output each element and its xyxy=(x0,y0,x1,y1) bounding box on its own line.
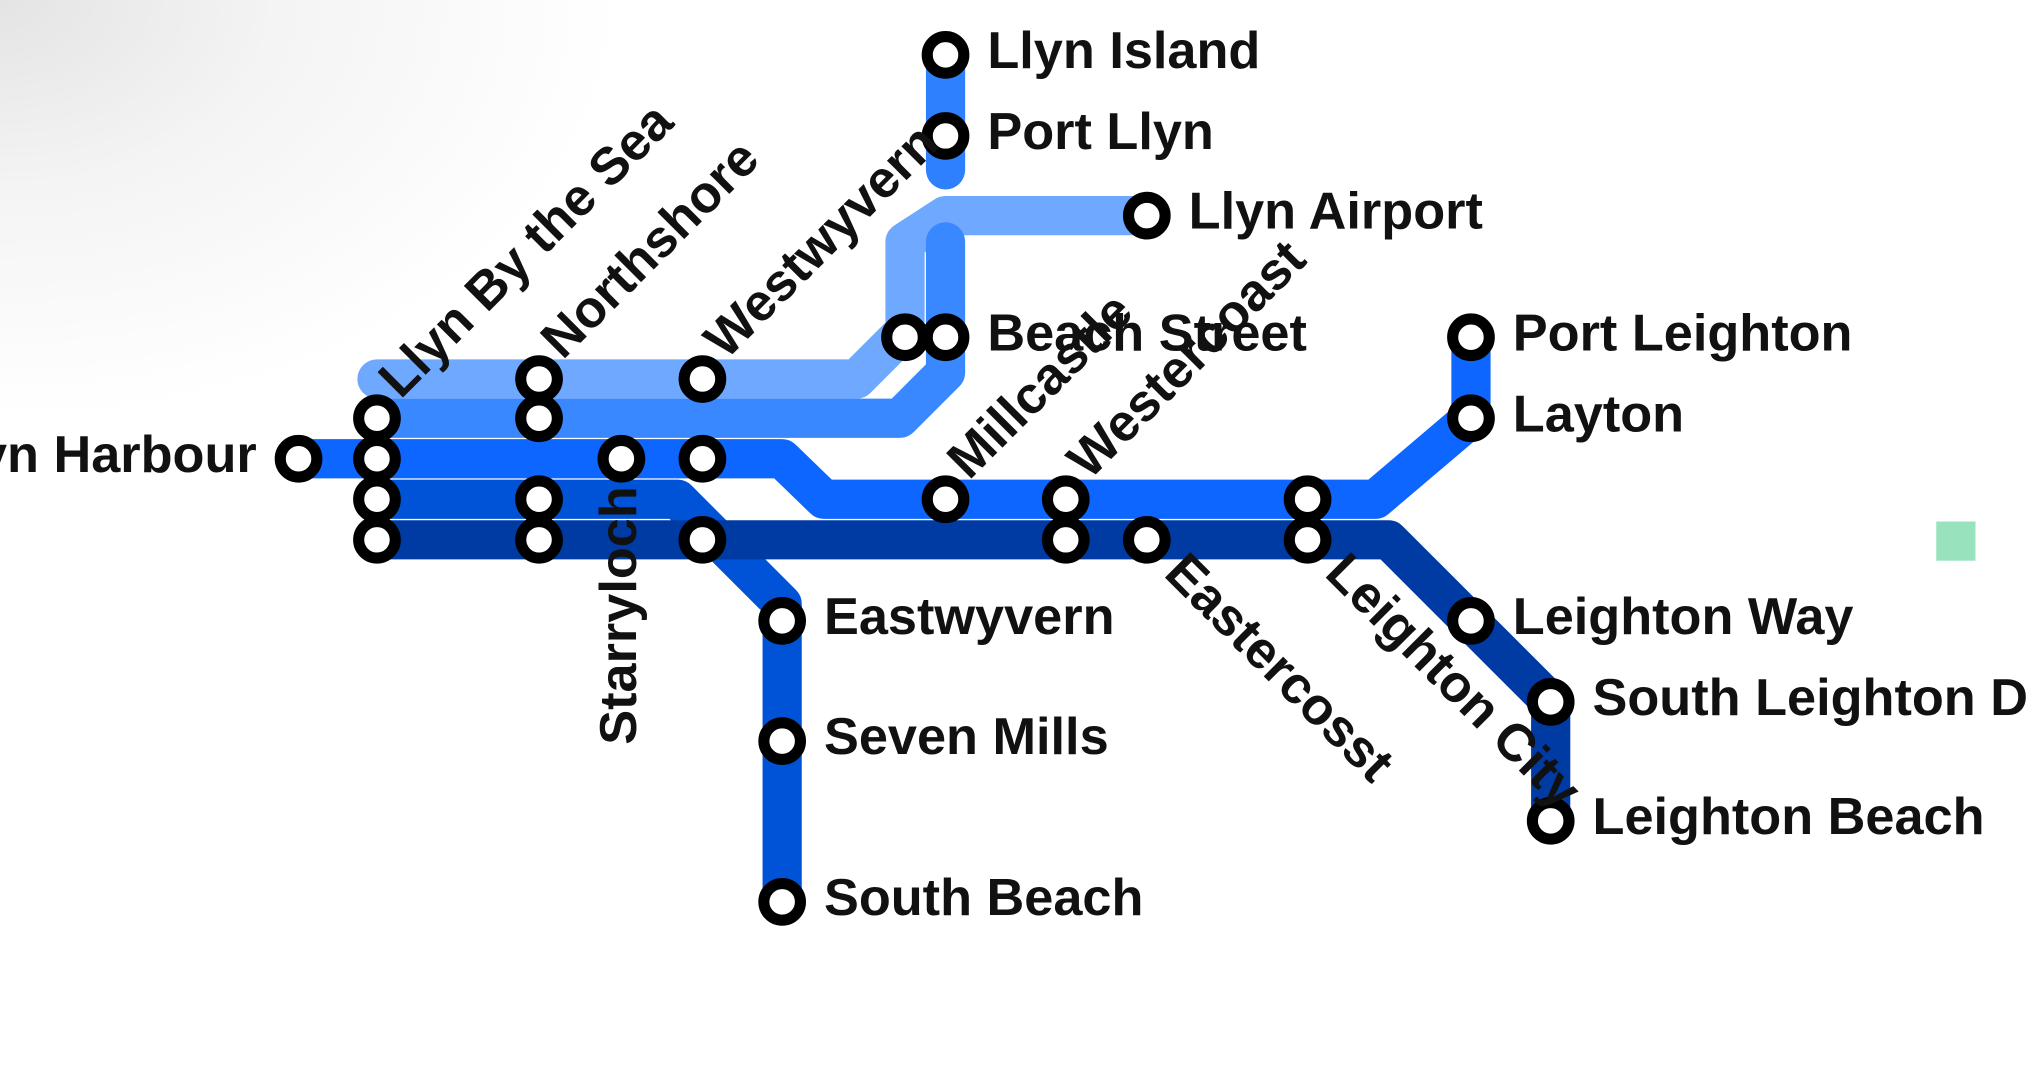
label-eastwyvern: Eastwyvern xyxy=(824,588,1115,646)
label-port-leighton: Port Leighton xyxy=(1513,304,1853,362)
station-marker-port-leighton[interactable] xyxy=(1447,313,1495,362)
station-marker-south-beach[interactable] xyxy=(758,878,807,926)
station-marker-northshore-d[interactable] xyxy=(515,515,563,564)
label-llyn-island: Llyn Island xyxy=(987,22,1260,80)
station-marker-westercoast-b[interactable] xyxy=(1041,515,1090,564)
station-marker-northshore-b[interactable] xyxy=(515,394,563,443)
station-marker-leighton-city-a[interactable] xyxy=(1283,475,1332,524)
station-marker-eastwyvern[interactable] xyxy=(758,596,807,645)
label-beach-street: Beach Street xyxy=(987,304,1307,362)
station-marker-leighton-beach[interactable] xyxy=(1526,796,1575,845)
station-marker-llyn-by-the-sea-c[interactable] xyxy=(353,475,401,524)
station-marker-llyn-by-the-sea-d[interactable] xyxy=(353,515,401,564)
station-marker-westwyvern-b[interactable] xyxy=(678,434,727,483)
station-marker-llyn-island[interactable] xyxy=(921,31,970,79)
label-port-llyn: Port Llyn xyxy=(987,103,1214,161)
line-harbour xyxy=(357,222,966,438)
label-south-beach: South Beach xyxy=(824,869,1143,927)
station-marker-northshore-c[interactable] xyxy=(515,475,563,524)
label-seven-mills: Seven Mills xyxy=(824,708,1109,766)
label-layton: Layton xyxy=(1513,385,1684,443)
legend-swatch xyxy=(1936,521,1976,561)
station-marker-layton[interactable] xyxy=(1447,394,1495,443)
station-marker-seven-mills[interactable] xyxy=(758,717,807,765)
station-marker-westwyvern-c[interactable] xyxy=(678,515,727,564)
label-llyn-airport: Llyn Airport xyxy=(1189,183,1483,241)
station-marker-port-llyn[interactable] xyxy=(921,112,970,160)
station-marker-leighton-city-b[interactable] xyxy=(1283,515,1332,564)
station-marker-westwyvern-a[interactable] xyxy=(678,355,727,403)
label-leighton-beach: Leighton Beach xyxy=(1593,788,1985,846)
station-markers xyxy=(274,31,1575,926)
station-marker-millcastle[interactable] xyxy=(921,475,970,524)
label-south-leighton-docks: South Leighton Docks xyxy=(1593,669,2027,727)
line-south-beach xyxy=(357,479,802,922)
line-airport xyxy=(357,196,1167,399)
station-marker-beach-street-b[interactable] xyxy=(921,313,970,362)
station-marker-starryloch[interactable] xyxy=(597,434,646,483)
station-marker-leighton-way[interactable] xyxy=(1447,596,1495,645)
station-marker-south-leighton-docks[interactable] xyxy=(1526,678,1575,726)
station-marker-llyn-by-the-sea-a[interactable] xyxy=(353,394,401,443)
label-llyn-harbour: Llyn Harbour xyxy=(0,426,257,484)
station-marker-llyn-by-the-sea-b[interactable] xyxy=(353,434,401,483)
station-marker-northshore-a[interactable] xyxy=(515,355,563,403)
station-marker-llyn-airport[interactable] xyxy=(1122,191,1171,240)
label-leighton-way: Leighton Way xyxy=(1513,588,1854,646)
station-marker-eastercosst[interactable] xyxy=(1122,515,1171,564)
station-marker-llyn-harbour[interactable] xyxy=(274,434,323,483)
station-marker-beach-street-a[interactable] xyxy=(881,313,929,362)
label-starryloch: Starryloch xyxy=(590,486,648,745)
station-marker-westercoast-a[interactable] xyxy=(1041,475,1090,524)
